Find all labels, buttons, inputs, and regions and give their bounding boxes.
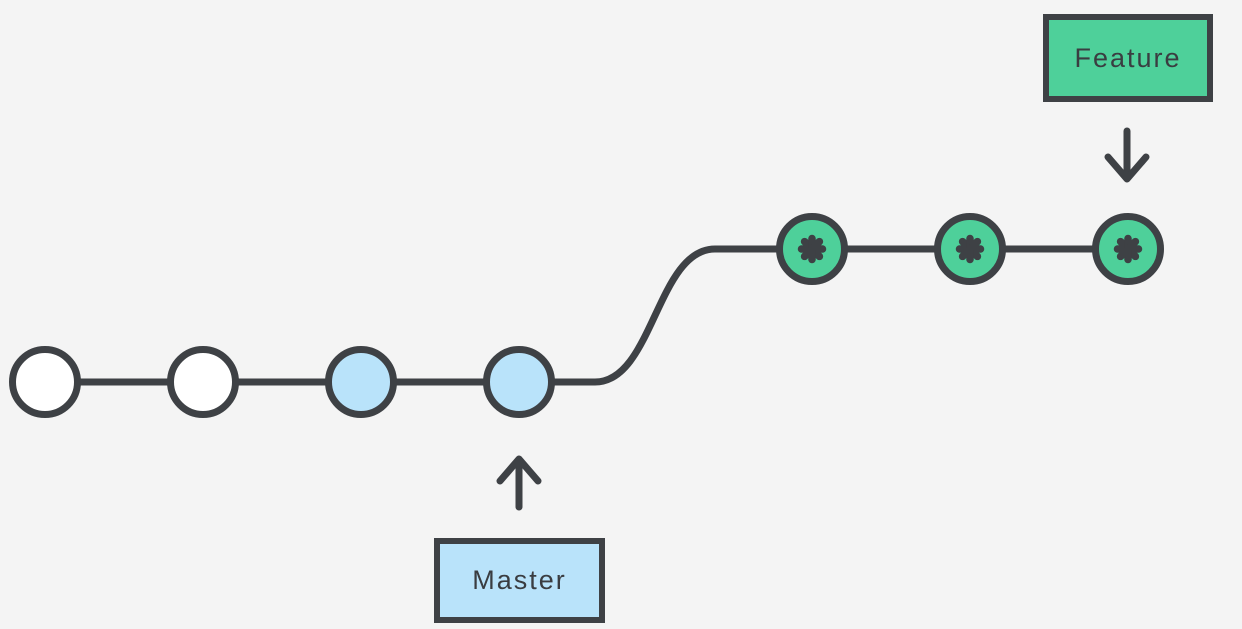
down-arrow-icon (1104, 127, 1150, 183)
asterisk-icon (955, 234, 985, 264)
asterisk-icon (797, 234, 827, 264)
commit-nodes (9, 213, 1164, 418)
commit-node-master (325, 346, 397, 418)
master-branch-label: Master (434, 538, 605, 623)
branch-line (45, 245, 1128, 386)
up-arrow-icon (496, 455, 542, 511)
asterisk-icon (1113, 234, 1143, 264)
feature-branch-label-text: Feature (1074, 42, 1182, 73)
commit-node-master (167, 346, 239, 418)
commit-node-master (9, 346, 81, 418)
master-branch-label-text: Master (472, 565, 567, 595)
commit-node-master (483, 346, 555, 418)
feature-branch-label: Feature (1043, 14, 1213, 102)
